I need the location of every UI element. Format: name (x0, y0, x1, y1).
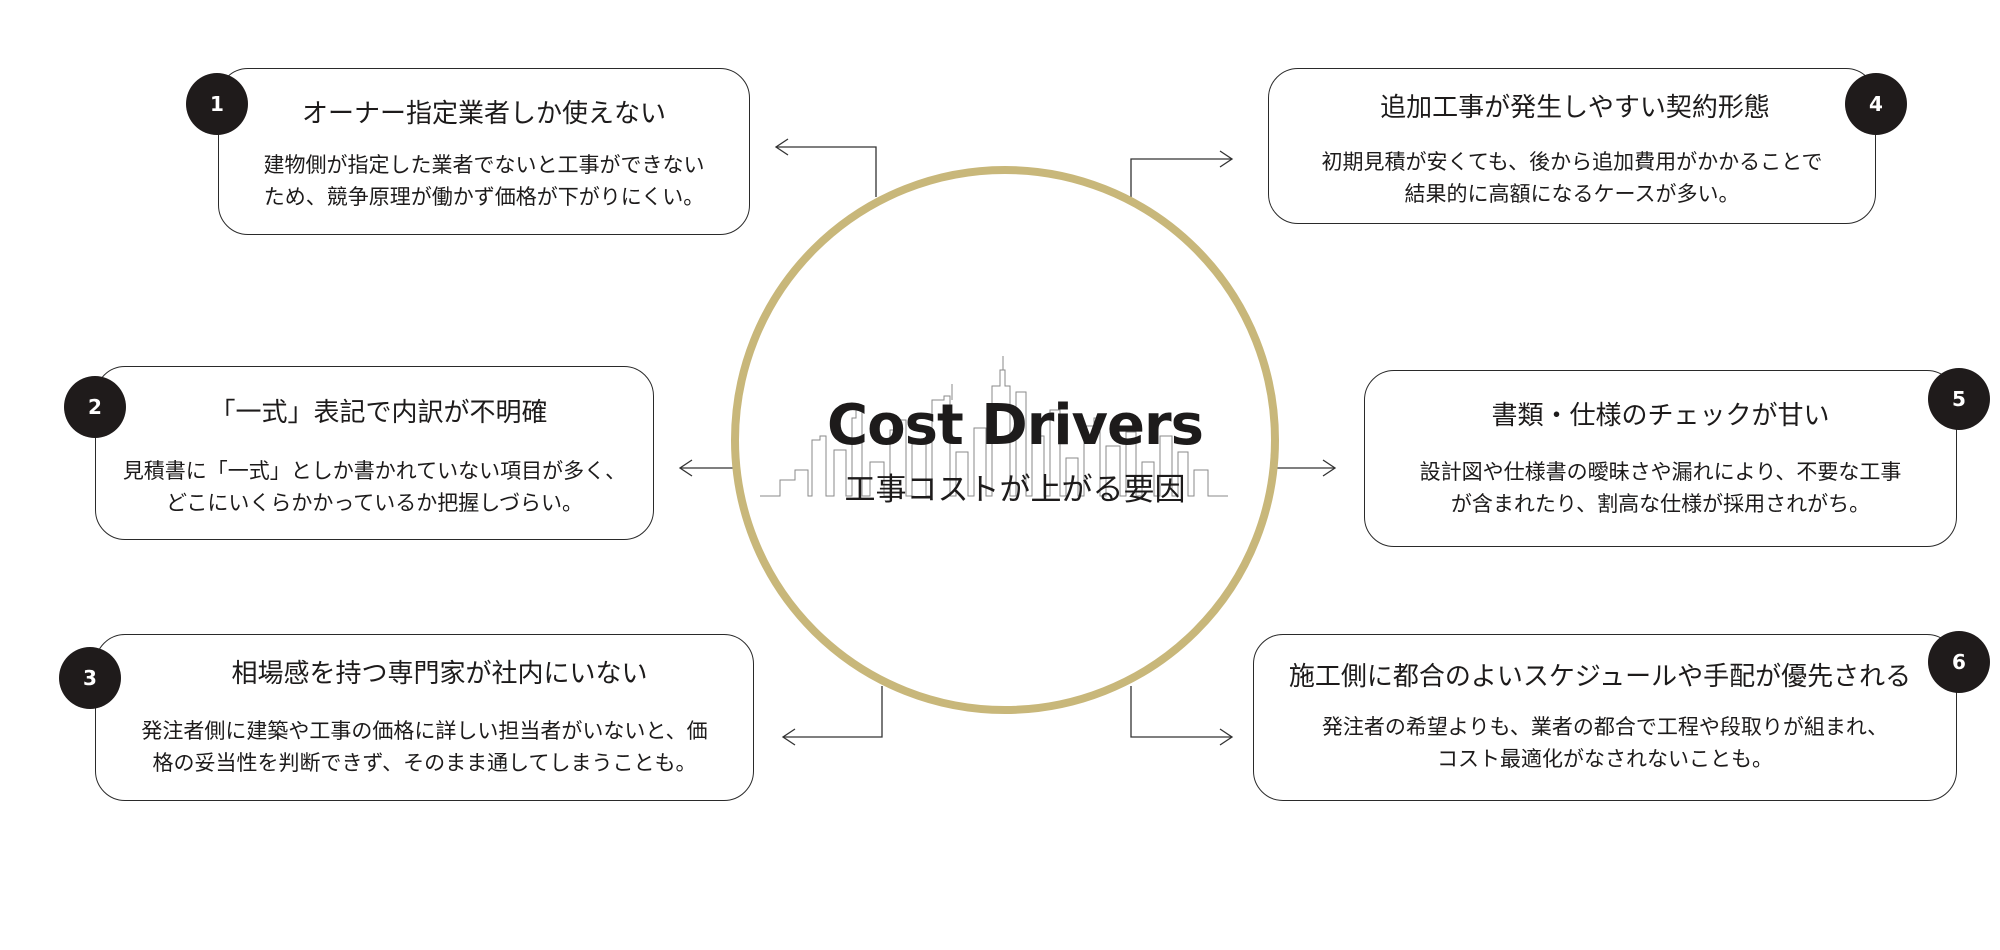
hub-subtitle: 工事コストが上がる要因 (844, 472, 1186, 508)
driver-description: 設計図や仕様書の曖昧さや漏れにより、不要な工事 が含まれたり、割高な仕様が採用さ… (1365, 456, 1956, 520)
description-line: 建物側が指定した業者でないと工事ができない (263, 153, 705, 177)
number-badge-4: 4 (1845, 73, 1907, 135)
description-line: ため、競争原理が働かず価格が下がりにくい。 (263, 185, 705, 209)
driver-card-4: 追加工事が発生しやすい契約形態 初期見積が安くても、後から追加費用がかかることで… (1268, 68, 1876, 224)
driver-card-6: 施工側に都合のよいスケジュールや手配が優先される 発注者の希望よりも、業者の都合… (1253, 634, 1957, 801)
driver-description: 初期見積が安くても、後から追加費用がかかることで 結果的に高額になるケースが多い… (1269, 146, 1875, 210)
driver-title: 追加工事が発生しやすい契約形態 (1380, 93, 1770, 123)
connector-arrow-1 (776, 146, 877, 197)
connector-arrow-4 (1130, 158, 1232, 197)
city-skyline-icon (760, 356, 1228, 497)
arrow-head-5 (1322, 459, 1337, 477)
description-line: 初期見積が安くても、後から追加費用がかかることで (1321, 150, 1823, 174)
number-badge-5: 5 (1928, 368, 1990, 430)
hub-title: Cost Drivers (827, 393, 1204, 458)
driver-card-1: オーナー指定業者しか使えない 建物側が指定した業者でないと工事ができない ため、… (218, 68, 750, 235)
connector-arrow-6 (1130, 686, 1232, 738)
arrow-head-1 (774, 138, 789, 156)
arrow-head-2 (678, 459, 693, 477)
driver-description: 発注者側に建築や工事の価格に詳しい担当者がいないと、価 格の妥当性を判断できず、… (96, 715, 753, 779)
driver-title: 「一式」表記で内訳が不明確 (209, 398, 548, 428)
description-line: 格の妥当性を判断できず、そのまま通してしまうことも。 (152, 751, 697, 775)
driver-title: 相場感を持つ専門家が社内にいない (231, 659, 648, 689)
number-badge-6: 6 (1928, 631, 1990, 693)
driver-description: 建物側が指定した業者でないと工事ができない ため、競争原理が働かず価格が下がりに… (219, 149, 749, 213)
number-badge-1: 1 (186, 73, 248, 135)
connector-arrow-3 (783, 686, 883, 738)
description-line: どこにいくらかかっているか把握しづらい。 (165, 491, 584, 515)
driver-card-3: 相場感を持つ専門家が社内にいない 発注者側に建築や工事の価格に詳しい担当者がいな… (95, 634, 754, 801)
driver-title: 書類・仕様のチェックが甘い (1491, 401, 1830, 431)
description-line: 見積書に「一式」としか書かれていない項目が多く、 (122, 459, 627, 483)
driver-title: オーナー指定業者しか使えない (301, 99, 666, 129)
driver-card-5: 書類・仕様のチェックが甘い 設計図や仕様書の曖昧さや漏れにより、不要な工事 が含… (1364, 370, 1957, 547)
arrow-head-3 (781, 728, 796, 746)
hub-ring (731, 166, 1279, 714)
description-line: 結果的に高額になるケースが多い。 (1404, 182, 1740, 206)
driver-title: 施工側に都合のよいスケジュールや手配が優先される (1288, 662, 1912, 692)
driver-card-2: 「一式」表記で内訳が不明確 見積書に「一式」としか書かれていない項目が多く、 ど… (95, 366, 654, 540)
description-line: 発注者側に建築や工事の価格に詳しい担当者がいないと、価 (141, 719, 708, 743)
description-line: 発注者の希望よりも、業者の都合で工程や段取りが組まれ、 (1321, 715, 1889, 739)
description-line: 設計図や仕様書の曖昧さや漏れにより、不要な工事 (1419, 460, 1902, 484)
number-badge-2: 2 (64, 376, 126, 438)
description-line: コスト最適化がなされないことも。 (1437, 747, 1773, 771)
arrow-head-6 (1219, 728, 1234, 746)
number-badge-3: 3 (59, 647, 121, 709)
description-line: が含まれたり、割高な仕様が採用されがち。 (1450, 492, 1871, 516)
driver-description: 見積書に「一式」としか書かれていない項目が多く、 どこにいくらかかっているか把握… (96, 455, 653, 519)
arrow-head-4 (1219, 150, 1234, 168)
driver-description: 発注者の希望よりも、業者の都合で工程や段取りが組まれ、 コスト最適化がなされない… (1254, 711, 1956, 775)
